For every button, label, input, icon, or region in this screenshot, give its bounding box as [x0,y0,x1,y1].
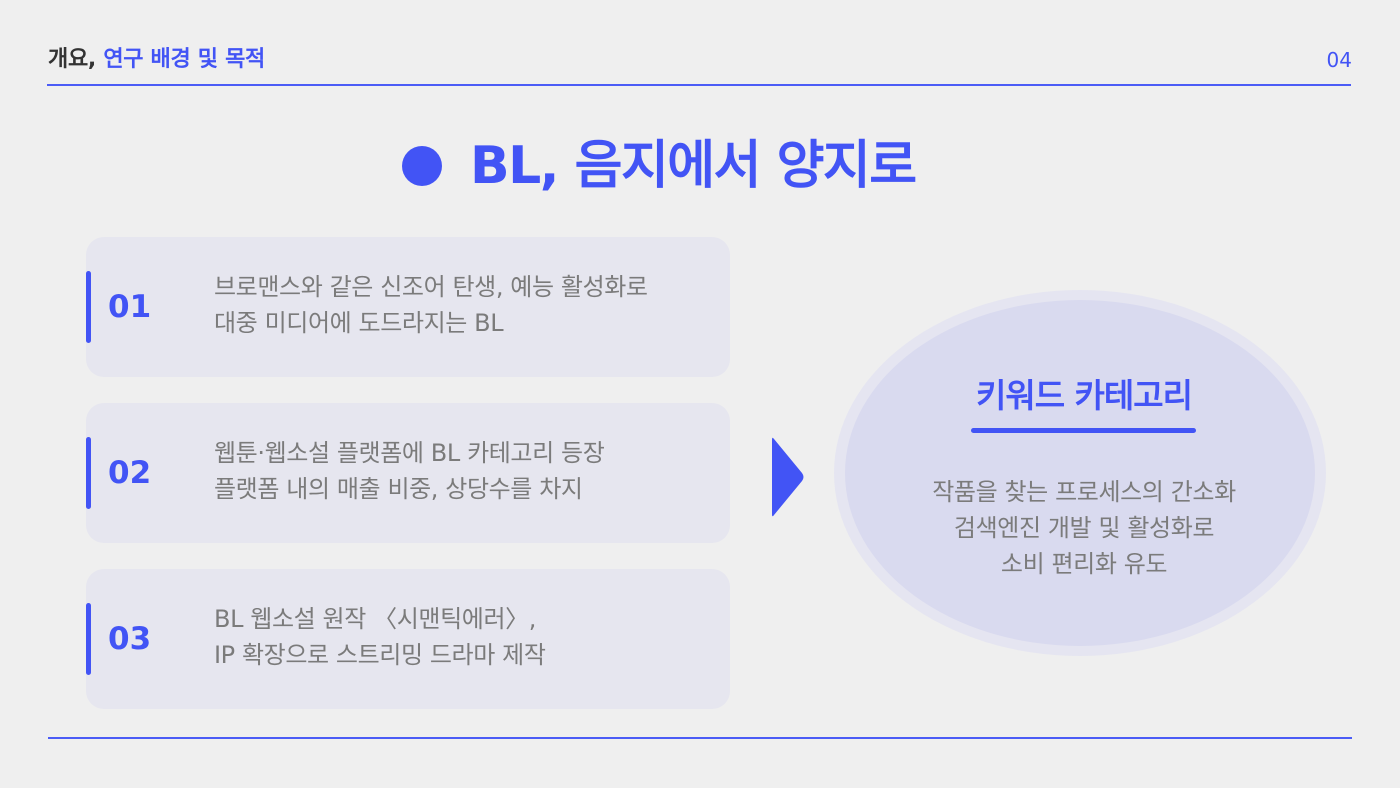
card-text-line: 브로맨스와 같은 신조어 탄생, 예능 활성화로 [214,273,648,301]
card-accent-bar [86,271,91,343]
card-text: 브로맨스와 같은 신조어 탄생, 예능 활성화로 대중 미디어에 도드라지는 B… [214,269,714,341]
keyword-description-line: 작품을 찾는 프로세스의 간소화 [932,478,1236,506]
card-text: 웹툰·웹소설 플랫폼에 BL 카테고리 등장 플랫폼 내의 매출 비중, 상당수… [214,435,714,507]
keyword-description: 작품을 찾는 프로세스의 간소화 검색엔진 개발 및 활성화로 소비 편리화 유… [895,474,1273,582]
background-card-01: 01 브로맨스와 같은 신조어 탄생, 예능 활성화로 대중 미디어에 도드라지… [86,237,730,377]
card-accent-bar [86,603,91,675]
keyword-description-line: 검색엔진 개발 및 활성화로 [953,514,1215,542]
card-text: BL 웹소설 원작 〈시맨틱에러〉, IP 확장으로 스트리밍 드라마 제작 [214,601,714,673]
header-divider [47,84,1351,86]
page-title-prefix: 개요, [48,47,96,72]
keyword-description-line: 소비 편리화 유도 [1000,550,1168,578]
keyword-title: 키워드 카테고리 [975,376,1193,415]
page-number: 04 [1326,48,1352,72]
card-text-line: 웹툰·웹소설 플랫폼에 BL 카테고리 등장 [214,439,605,467]
card-number: 02 [108,455,152,491]
keyword-ellipse [845,300,1315,646]
card-number: 01 [108,289,152,325]
bullet-dot-icon [402,146,442,186]
card-number: 03 [108,621,152,657]
page-title-accent: 연구 배경 및 목적 [103,47,265,72]
main-heading: BL, 음지에서 양지로 [402,128,917,204]
card-text-line: IP 확장으로 스트리밍 드라마 제작 [214,641,546,669]
footer-divider [48,737,1352,739]
background-card-03: 03 BL 웹소설 원작 〈시맨틱에러〉, IP 확장으로 스트리밍 드라마 제… [86,569,730,709]
card-text-line: 대중 미디어에 도드라지는 BL [214,309,504,337]
card-text-line: 플랫폼 내의 매출 비중, 상당수를 차지 [214,475,583,503]
flow-arrow-icon [772,437,804,517]
card-accent-bar [86,437,91,509]
page-title: 개요, 연구 배경 및 목적 [48,44,265,76]
background-card-02: 02 웹툰·웹소설 플랫폼에 BL 카테고리 등장 플랫폼 내의 매출 비중, … [86,403,730,543]
keyword-title-underline [971,428,1196,433]
card-text-line: BL 웹소설 원작 〈시맨틱에러〉, [214,605,536,633]
main-heading-text: BL, 음지에서 양지로 [470,136,917,196]
